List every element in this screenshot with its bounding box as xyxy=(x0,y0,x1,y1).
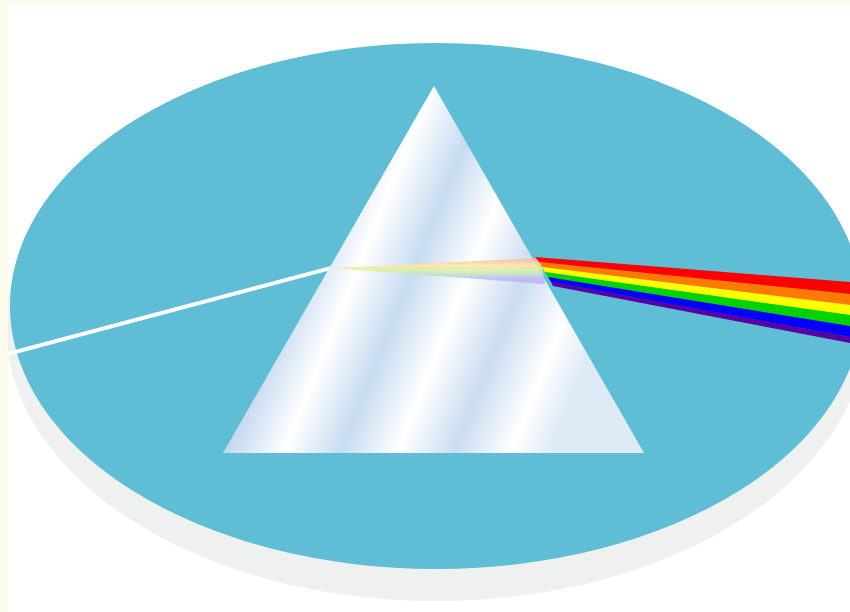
prism-scene-svg xyxy=(0,0,850,612)
prism-illustration xyxy=(0,0,850,612)
